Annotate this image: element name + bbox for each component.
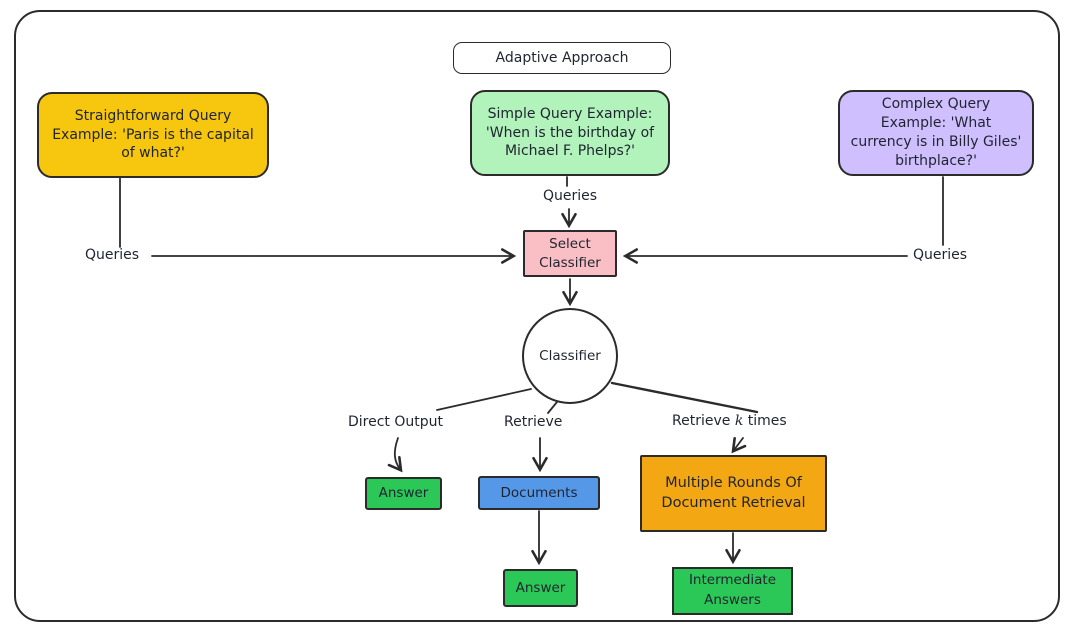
straightforward-query-label: Straightforward Query Example: 'Paris is… [52, 107, 254, 162]
branch-label-retrieve-k-times: Retrieve k times [672, 413, 787, 429]
branch-label-direct-output: Direct Output [348, 414, 443, 430]
retrieve-k-var: k [734, 413, 744, 429]
multiple-rounds-label: Multiple Rounds Of Document Retrieval [661, 474, 806, 511]
queries-label-top: Queries [542, 188, 598, 204]
retrieve-k-pre: Retrieve [672, 413, 735, 429]
title-label: Adaptive Approach [495, 49, 629, 66]
queries-label-left: Queries [85, 247, 140, 263]
retrieve-k-post: times [743, 413, 787, 429]
answer-direct-label: Answer [378, 485, 429, 502]
intermediate-answers-label: Intermediate Answers [688, 572, 777, 608]
queries-label-right: Queries [913, 247, 968, 263]
complex-query-label: Complex Query Example: 'What currency is… [850, 96, 1022, 169]
answer-retrieve-node: Answer [503, 569, 578, 607]
answer-retrieve-label: Answer [515, 579, 566, 596]
documents-label: Documents [500, 484, 578, 501]
classifier-node: Classifier [522, 308, 618, 404]
answer-direct-node: Answer [365, 477, 442, 510]
multiple-rounds-node: Multiple Rounds Of Document Retrieval [640, 455, 827, 532]
complex-query-node: Complex Query Example: 'What currency is… [838, 90, 1034, 176]
simple-query-node: Simple Query Example: 'When is the birth… [470, 90, 670, 176]
classifier-label: Classifier [539, 347, 601, 364]
select-classifier-node: Select Classifier [523, 230, 617, 277]
simple-query-label: Simple Query Example: 'When is the birth… [485, 105, 655, 160]
straightforward-query-node: Straightforward Query Example: 'Paris is… [37, 92, 269, 178]
branch-label-retrieve: Retrieve [504, 414, 563, 430]
documents-node: Documents [478, 476, 600, 510]
select-classifier-label: Select Classifier [539, 236, 601, 271]
intermediate-answers-node: Intermediate Answers [672, 567, 793, 615]
title-node: Adaptive Approach [453, 42, 671, 74]
